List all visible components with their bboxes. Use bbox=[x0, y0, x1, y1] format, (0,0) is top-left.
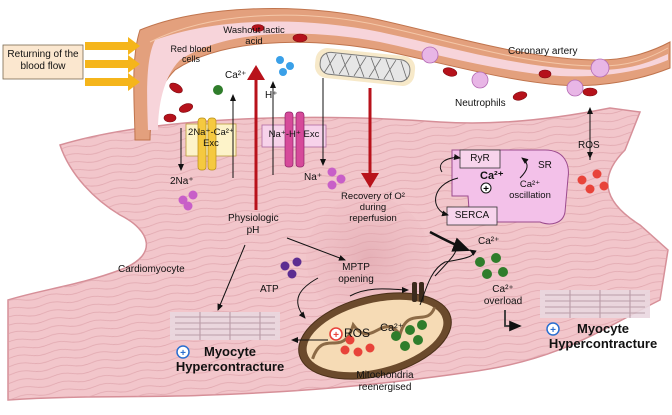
na-h-exchanger-box bbox=[261, 124, 327, 148]
na-plus-label: Na⁺ bbox=[304, 172, 323, 183]
sr-label: SR bbox=[538, 160, 552, 171]
svg-text:+: + bbox=[483, 184, 489, 195]
ca-oscillation-label: Ca²⁺ oscillation bbox=[509, 179, 551, 201]
myofibril-right-icon bbox=[540, 290, 650, 318]
ca-top-label: Ca²⁺ bbox=[225, 70, 247, 81]
svg-text:+: + bbox=[333, 330, 339, 341]
na-ca-exchanger-label: 2Na⁺-Ca²⁺ Exc bbox=[188, 127, 234, 149]
neutrophils-icon bbox=[421, 46, 610, 97]
returning-flow-label: Returning of the blood flow bbox=[7, 49, 79, 72]
ca-right-label: Ca²⁺ bbox=[478, 236, 500, 247]
ryr-label: RyR bbox=[470, 153, 490, 164]
stent-icon bbox=[314, 48, 416, 86]
washout-label: Washout lactic acid bbox=[223, 25, 285, 47]
plus-icon-right bbox=[546, 322, 560, 336]
red-blood-cells-icon bbox=[163, 24, 598, 123]
myofibril-left-icon bbox=[170, 312, 280, 340]
na-ca-exchanger-icon bbox=[197, 117, 217, 171]
serca-label: SERCA bbox=[454, 210, 490, 221]
cardiomyocyte-label: Cardiomyocyte bbox=[118, 264, 185, 275]
ca-sr-label: Ca²⁺ bbox=[480, 170, 504, 182]
mptp-label: MPTP opening bbox=[338, 262, 374, 285]
blood-flow-arrows-icon bbox=[85, 37, 140, 91]
ca-overload-label: Ca²⁺ overload bbox=[483, 284, 523, 307]
svg-text:+: + bbox=[550, 325, 556, 336]
two-na-label: 2Na⁺ bbox=[170, 176, 194, 187]
sr-structure bbox=[451, 149, 569, 225]
mitochondrion-icon bbox=[298, 292, 452, 380]
ca-mito-label: Ca²⁺ bbox=[380, 322, 404, 334]
neutrophils-label: Neutrophils bbox=[455, 98, 506, 109]
na-h-exchanger-label: Na⁺-H⁺ Exc bbox=[268, 129, 320, 140]
atp-label: ATP bbox=[260, 284, 279, 295]
returning-flow-box bbox=[2, 44, 84, 80]
ros-top-label: ROS bbox=[578, 140, 600, 151]
ros-plus-icon bbox=[329, 327, 343, 341]
h-plus-label: H⁺ bbox=[265, 90, 278, 101]
svg-text:+: + bbox=[180, 348, 186, 359]
ros-mito-label: ROS bbox=[344, 326, 371, 340]
red-blood-cells-label: Red blood cells bbox=[170, 44, 212, 65]
na-h-exchanger-icon bbox=[284, 111, 305, 168]
coronary-artery-lumen bbox=[147, 21, 669, 130]
coronary-artery-label: Coronary artery bbox=[508, 46, 578, 57]
reperfusion-glow bbox=[306, 196, 430, 320]
mito-reenergised-label: Mitochondria reenergised bbox=[356, 370, 414, 393]
physiologic-ph-label: Physiologic pH bbox=[228, 213, 279, 236]
plus-icon bbox=[480, 182, 492, 194]
plus-icon-left bbox=[176, 345, 190, 359]
recovery-label: Recovery of O² during reperfusion bbox=[341, 191, 405, 224]
myocyte-hyper-left-label: Myocyte Hypercontracture bbox=[175, 344, 285, 374]
myocyte-hyper-right-label: Myocyte Hypercontracture bbox=[548, 321, 658, 351]
